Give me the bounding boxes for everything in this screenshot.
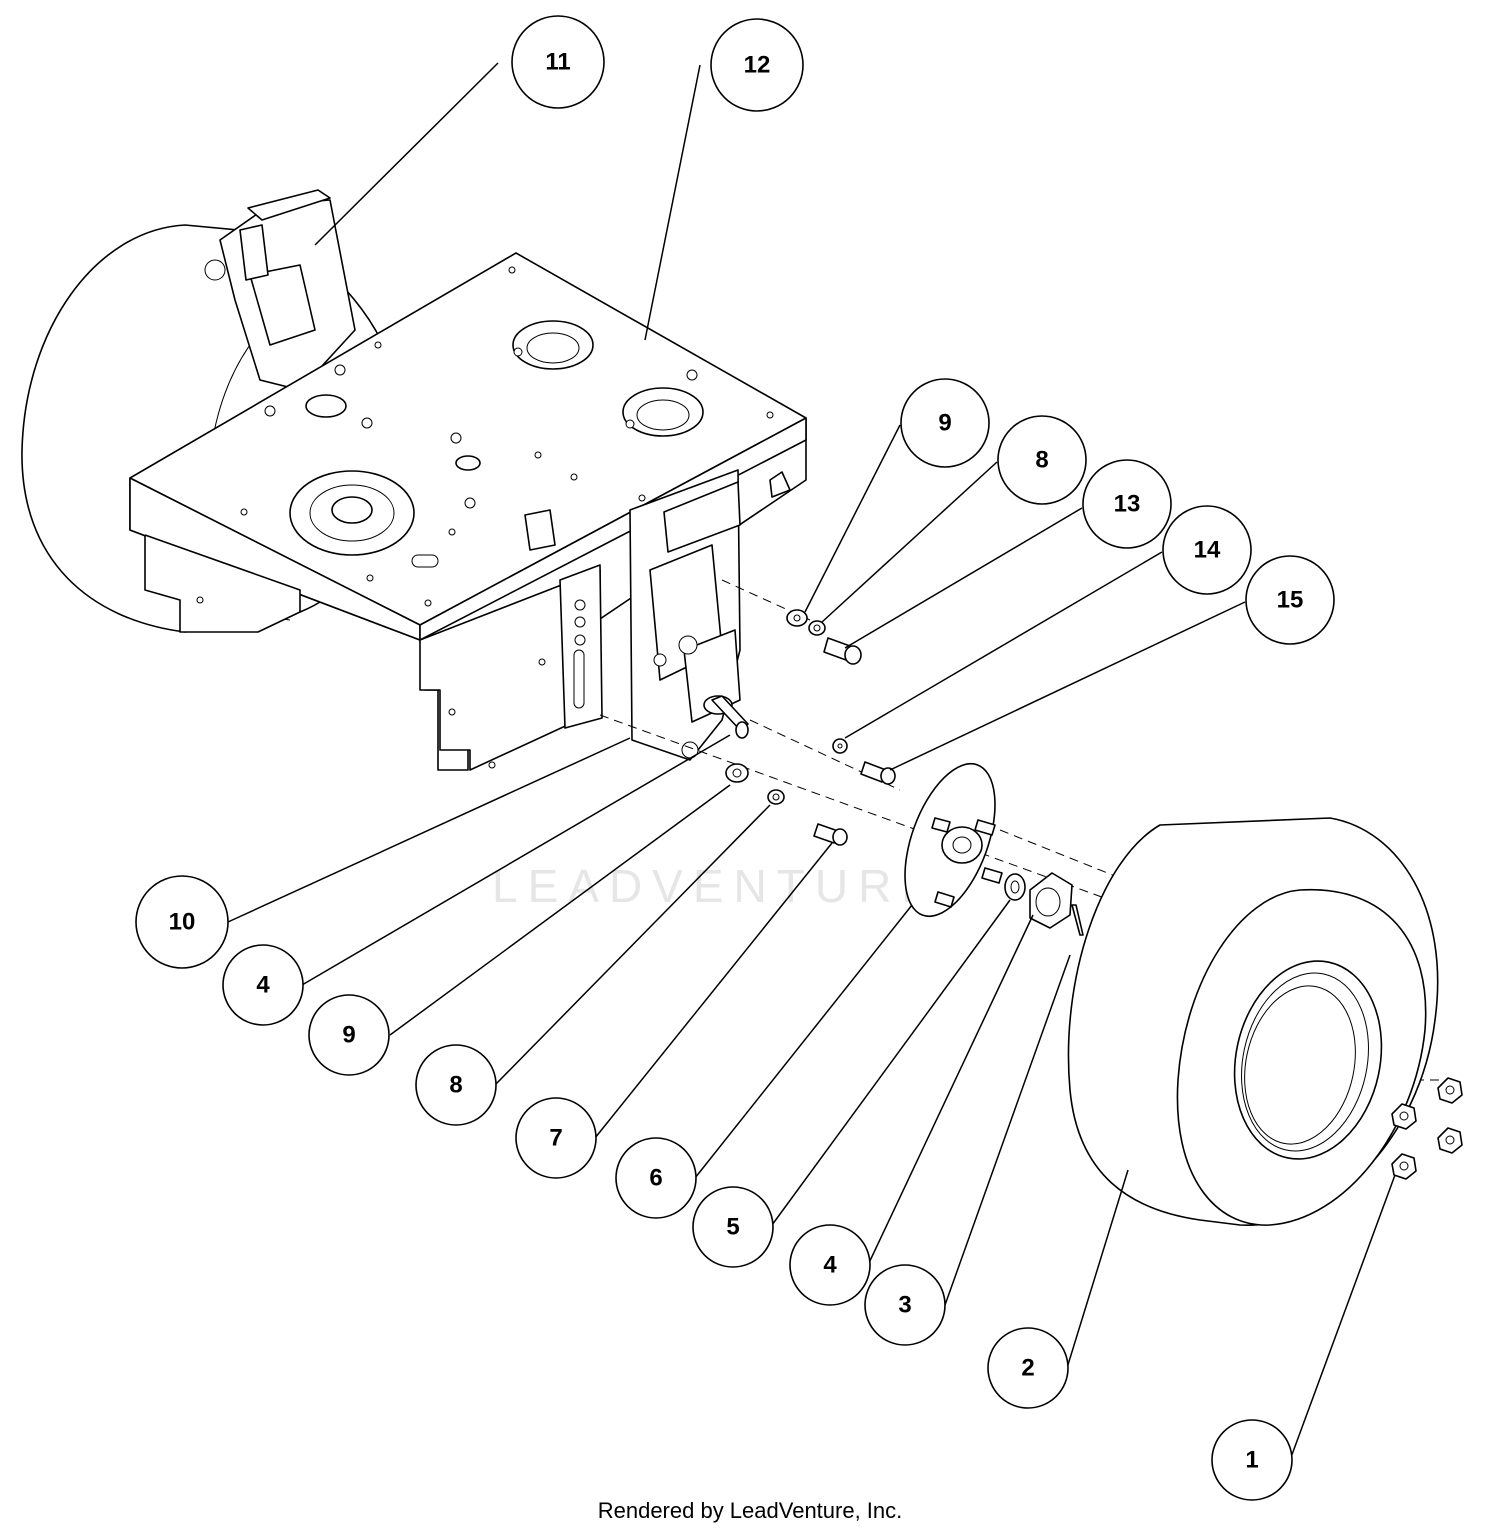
handle-assembly — [204, 189, 356, 391]
frame-deck — [129, 252, 807, 771]
callout-label: 13 — [1114, 491, 1141, 518]
callout-label: 3 — [898, 1292, 911, 1319]
footer-credit: Rendered by LeadVenture, Inc. — [597, 1498, 903, 1523]
callout-label: 10 — [169, 909, 196, 936]
callout-15: 15 — [1245, 555, 1335, 645]
callout-12: 12 — [710, 18, 804, 112]
callout-14: 14 — [1162, 505, 1252, 595]
callout-label: 4 — [823, 1252, 837, 1279]
callout-4-lower-left: 4 — [222, 944, 304, 1026]
lug-nuts — [1391, 1077, 1463, 1180]
axle-bracket — [559, 469, 749, 761]
callout-7: 7 — [515, 1097, 597, 1179]
callout-4-lower-right: 4 — [789, 1224, 871, 1306]
callout-label: 6 — [649, 1165, 662, 1192]
callout-label: 7 — [549, 1125, 562, 1152]
callout-9-upper: 9 — [900, 378, 990, 468]
callout-11: 11 — [511, 15, 605, 109]
callout-label: 8 — [1035, 447, 1048, 474]
axle-hardware — [1004, 872, 1084, 936]
callout-3: 3 — [864, 1264, 946, 1346]
callout-1: 1 — [1211, 1419, 1293, 1501]
callout-5: 5 — [692, 1186, 774, 1268]
callout-label: 8 — [449, 1072, 462, 1099]
watermark: LEADVENTURE — [492, 860, 942, 912]
callout-label: 2 — [1021, 1355, 1034, 1382]
callout-6: 6 — [615, 1137, 697, 1219]
callout-label: 14 — [1194, 537, 1221, 564]
right-wheel — [1067, 817, 1439, 1226]
hub — [904, 762, 1003, 918]
callout-8-lower: 8 — [415, 1044, 497, 1126]
callout-label: 11 — [545, 49, 570, 76]
callout-label: 9 — [342, 1022, 355, 1049]
callout-10: 10 — [135, 875, 229, 969]
callout-label: 5 — [726, 1214, 739, 1241]
callout-label: 4 — [256, 972, 270, 999]
callout-2: 2 — [987, 1327, 1069, 1409]
leader-lines — [227, 62, 1396, 1461]
callout-8-upper: 8 — [997, 415, 1087, 505]
callout-9-lower: 9 — [308, 994, 390, 1076]
callout-label: 15 — [1277, 587, 1304, 614]
callout-13: 13 — [1082, 459, 1172, 549]
callout-label: 9 — [938, 410, 951, 437]
fasteners — [725, 609, 896, 846]
callout-label: 12 — [744, 52, 771, 79]
callout-label: 1 — [1245, 1447, 1258, 1474]
